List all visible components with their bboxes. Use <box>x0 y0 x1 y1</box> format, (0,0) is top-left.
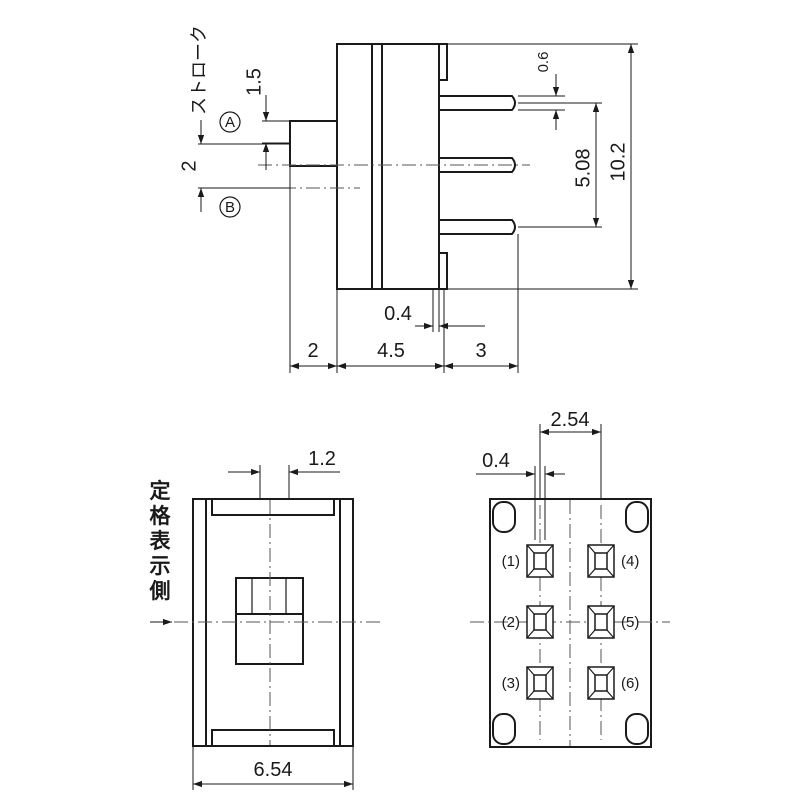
pos-a-marker: A <box>219 111 241 133</box>
pin-pad <box>526 544 554 578</box>
pin-label: (3) <box>502 675 520 692</box>
pos-b-marker: B <box>219 196 241 218</box>
pin-pad <box>587 544 615 578</box>
svg-text:定格表示側: 定格表示側 <box>149 479 172 603</box>
stroke-label: ストローク <box>189 25 210 115</box>
pin-label: (1) <box>502 553 520 570</box>
dim-height: 10.2 <box>607 143 629 182</box>
pin-label: (4) <box>621 553 639 570</box>
pin-label: (2) <box>502 614 520 631</box>
dim-pin-len: 3 <box>475 340 486 362</box>
dim-pin-width: 0.6 <box>535 52 552 73</box>
side-knob <box>289 120 338 167</box>
pin-label: (5) <box>621 614 639 631</box>
side-pins <box>438 95 516 235</box>
dim-pad: 0.4 <box>482 450 510 472</box>
svg-text:A: A <box>225 114 235 131</box>
bottom-body <box>489 498 652 748</box>
dim-body-width: 6.54 <box>254 759 293 781</box>
dim-knob-len: 2 <box>307 340 318 362</box>
dim-body-len: 4.5 <box>377 340 405 362</box>
dim-knob: 2 <box>178 160 200 171</box>
side-body <box>336 43 440 290</box>
pin-pad <box>587 605 615 639</box>
dim-pitch: 5.08 <box>572 149 594 188</box>
pin-pads: (1) (2) (3) (4) (5) (6) <box>502 544 639 700</box>
pin-label: (6) <box>621 675 639 692</box>
pin-pad <box>587 666 615 700</box>
dim-pitch-bottom: 2.54 <box>551 409 590 431</box>
dim-stroke: 1.5 <box>243 68 265 96</box>
rating-side-label: 定格表示側 <box>149 479 172 603</box>
svg-text:B: B <box>225 199 235 216</box>
pin-pad <box>526 666 554 700</box>
pin-pad <box>526 605 554 639</box>
top-view: 定格表示側 1.2 6.54 <box>149 448 380 790</box>
side-view: ストローク A B 1.5 2 0.6 5.08 <box>178 25 638 373</box>
dim-knob-width: 1.2 <box>308 448 336 470</box>
bottom-view: (1) (2) (3) (4) (5) (6) 2.54 0.4 <box>470 409 670 748</box>
dim-pin-gap: 0.4 <box>384 303 412 325</box>
